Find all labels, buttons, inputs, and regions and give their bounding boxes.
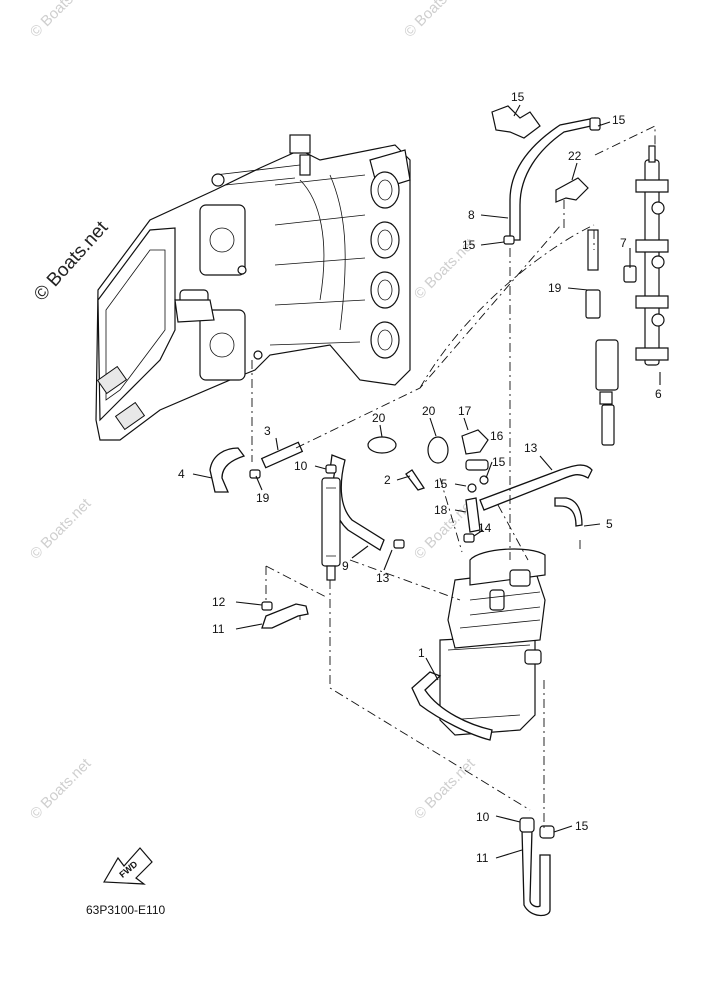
callout-15-mid: 15 xyxy=(492,455,506,469)
callout-labels: 15 15 22 8 15 7 19 6 20 20 17 3 16 13 15… xyxy=(178,90,662,865)
callout-4: 4 xyxy=(178,467,185,481)
callout-21: 15 xyxy=(511,90,525,104)
fuel-rail xyxy=(623,145,669,366)
callout-5: 5 xyxy=(606,517,613,531)
clamp-22 xyxy=(555,177,589,203)
hose-3 xyxy=(260,441,304,469)
rail-plug xyxy=(623,265,637,283)
hose-11 xyxy=(519,817,555,917)
hose-2 xyxy=(405,469,426,491)
callout-7: 7 xyxy=(620,236,627,250)
fwd-arrow-badge: FWD xyxy=(102,847,153,885)
watermark: © Boats.net xyxy=(401,0,469,41)
callout-2: 2 xyxy=(384,473,391,487)
callout-3: 3 xyxy=(264,424,271,438)
callout-15-lower: 14 xyxy=(478,521,492,535)
callout-20-left: 20 xyxy=(372,411,386,425)
callout-22: 22 xyxy=(568,149,582,163)
watermarks: © Boats.net © Boats.net © Boats.net © Bo… xyxy=(27,0,479,823)
hose-12 xyxy=(261,603,309,629)
hose-5 xyxy=(554,497,583,527)
callout-14: 13 xyxy=(524,441,538,455)
hose-14 xyxy=(479,464,593,511)
clamp-20a xyxy=(367,436,397,454)
callout-10-top: 10 xyxy=(294,459,308,473)
fuel-filter xyxy=(585,229,619,446)
callout-20-right: 20 xyxy=(422,404,436,418)
leader-lines xyxy=(192,104,661,859)
callout-11: 11 xyxy=(476,851,489,865)
callout-15-bottom: 15 xyxy=(575,819,589,833)
check-valve xyxy=(321,477,341,581)
vapor-separator xyxy=(439,548,546,736)
callout-12: 11 xyxy=(212,622,225,636)
callout-9: 9 xyxy=(342,559,349,573)
connection-lines xyxy=(251,125,656,830)
watermark: © Boats.net xyxy=(27,495,95,563)
hose-4 xyxy=(209,447,246,493)
callout-15-top: 15 xyxy=(612,113,626,127)
watermark: © Boats.net xyxy=(27,0,95,41)
callout-13-right: 13 xyxy=(376,571,390,585)
watermark: © Boats.net xyxy=(411,755,479,823)
callout-13-left: 12 xyxy=(212,595,226,609)
callout-19-left: 19 xyxy=(256,491,270,505)
clamp-20b xyxy=(427,436,449,464)
callout-18: 18 xyxy=(434,503,448,517)
clip-19 xyxy=(249,469,261,479)
callout-8: 8 xyxy=(468,208,475,222)
callout-1: 1 xyxy=(418,646,425,660)
callout-6: 6 xyxy=(655,387,662,401)
hose-1 xyxy=(411,671,493,741)
diagram-code: 63P3100-E110 xyxy=(86,903,166,917)
hose-18 xyxy=(465,497,481,533)
watermark: © Boats.net xyxy=(27,755,95,823)
callout-16: 16 xyxy=(490,429,504,443)
joint-16 xyxy=(465,459,489,471)
callout-17: 17 xyxy=(458,404,472,418)
hose-upper xyxy=(491,105,602,241)
joint-17 xyxy=(461,429,489,455)
callout-19-right: 19 xyxy=(548,281,562,295)
callout-15-upper: 15 xyxy=(462,238,476,252)
intake-manifold xyxy=(95,134,411,441)
callout-10-bottom: 10 xyxy=(476,810,490,824)
callout-15-left: 15 xyxy=(434,477,448,491)
